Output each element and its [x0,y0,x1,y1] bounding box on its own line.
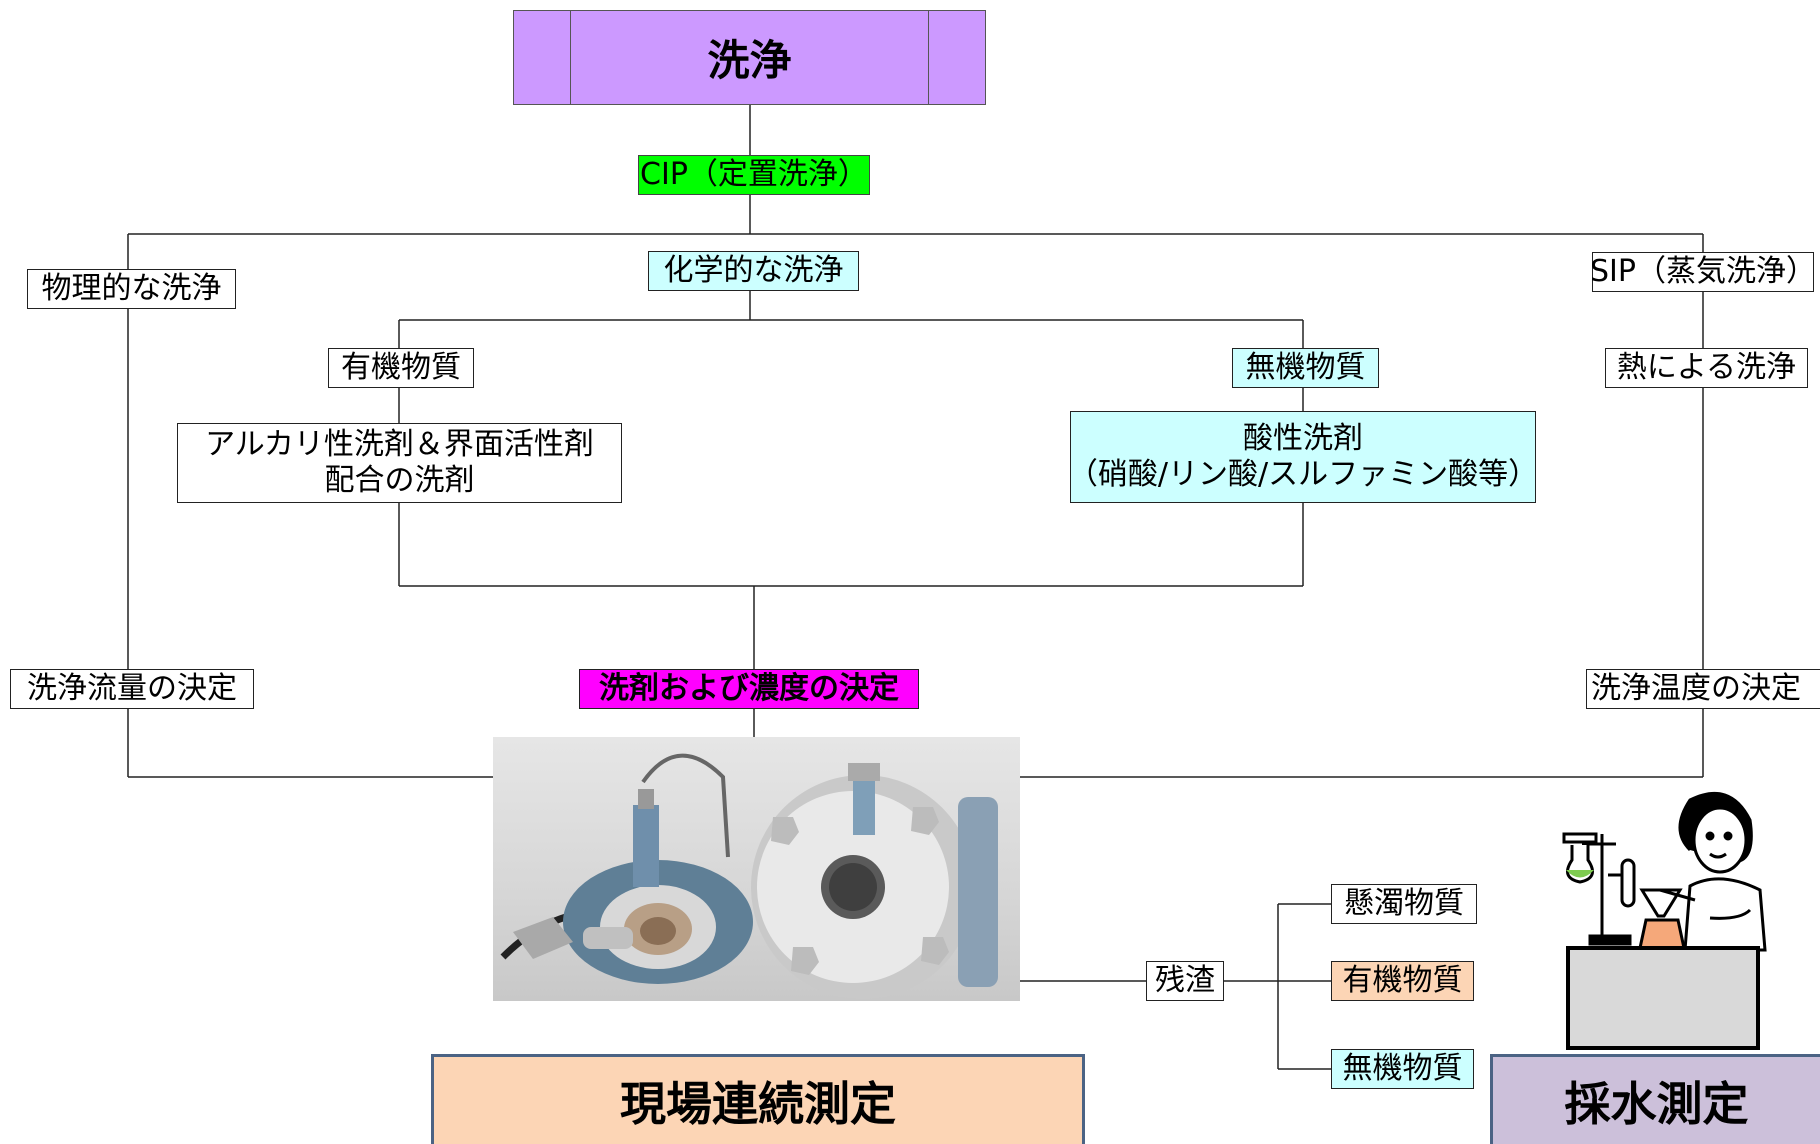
acid-line-2: （硝酸/リン酸/スルファミン酸等） [1067,457,1539,492]
organic-label: 有機物質 [341,350,461,385]
title-label: 洗浄 [707,36,792,85]
flow-decision-box: 洗浄流量の決定 [10,669,254,709]
title-divider-right [928,11,929,104]
sampling-measurement-box: 採水測定 [1490,1054,1820,1144]
heat-cleaning-label: 熱による洗浄 [1616,350,1797,385]
flow-decision-label: 洗浄流量の決定 [27,671,237,706]
residue-item-inorganic-label: 無機物質 [1342,1051,1463,1086]
organic-box: 有機物質 [328,348,474,388]
title-divider-left [570,11,571,104]
heat-cleaning-box: 熱による洗浄 [1605,348,1808,388]
residue-label: 残渣 [1155,963,1215,998]
alkaline-line-1: アルカリ性洗剤＆界面活性剤 [205,427,594,462]
physical-cleaning-box: 物理的な洗浄 [27,269,236,309]
inorganic-box: 無機物質 [1232,348,1379,388]
cip-label: CIP（定置洗浄） [640,157,868,192]
onsite-measurement-box: 現場連続測定 [431,1054,1085,1144]
title-box: 洗浄 [513,10,986,105]
physical-cleaning-label: 物理的な洗浄 [41,271,222,306]
residue-item-organic: 有機物質 [1331,961,1474,1001]
inorganic-label: 無機物質 [1245,350,1366,385]
sip-label: SIP（蒸気洗浄） [1590,254,1816,289]
chemical-cleaning-label: 化学的な洗浄 [663,253,844,288]
scientist-clipart [1562,791,1767,1050]
residue-item-suspended-label: 懸濁物質 [1344,886,1464,921]
detergent-decision-label: 洗剤および濃度の決定 [599,671,899,706]
acid-line-1: 酸性洗剤 [1243,421,1363,456]
sensor-photo [493,737,1020,1001]
residue-box: 残渣 [1146,961,1224,1001]
detergent-decision-box: 洗剤および濃度の決定 [579,669,919,709]
chemical-cleaning-box: 化学的な洗浄 [648,251,859,291]
alkaline-line-2: 配合の洗剤 [324,463,475,498]
sip-box: SIP（蒸気洗浄） [1590,252,1816,292]
cip-box: CIP（定置洗浄） [638,155,870,195]
sensor-illustration [500,753,998,999]
acid-detergent-box: 酸性洗剤 （硝酸/リン酸/スルファミン酸等） [1067,411,1539,503]
temperature-decision-box: 洗浄温度の決定 [1586,669,1820,709]
temperature-decision-label: 洗浄温度の決定 [1591,671,1801,706]
sampling-measurement-label: 採水測定 [1564,1076,1749,1131]
residue-item-organic-label: 有機物質 [1342,963,1463,998]
residue-item-suspended: 懸濁物質 [1331,884,1477,924]
onsite-measurement-label: 現場連続測定 [620,1076,896,1131]
residue-item-inorganic: 無機物質 [1331,1049,1474,1089]
alkaline-detergent-box: アルカリ性洗剤＆界面活性剤 配合の洗剤 [177,423,622,503]
